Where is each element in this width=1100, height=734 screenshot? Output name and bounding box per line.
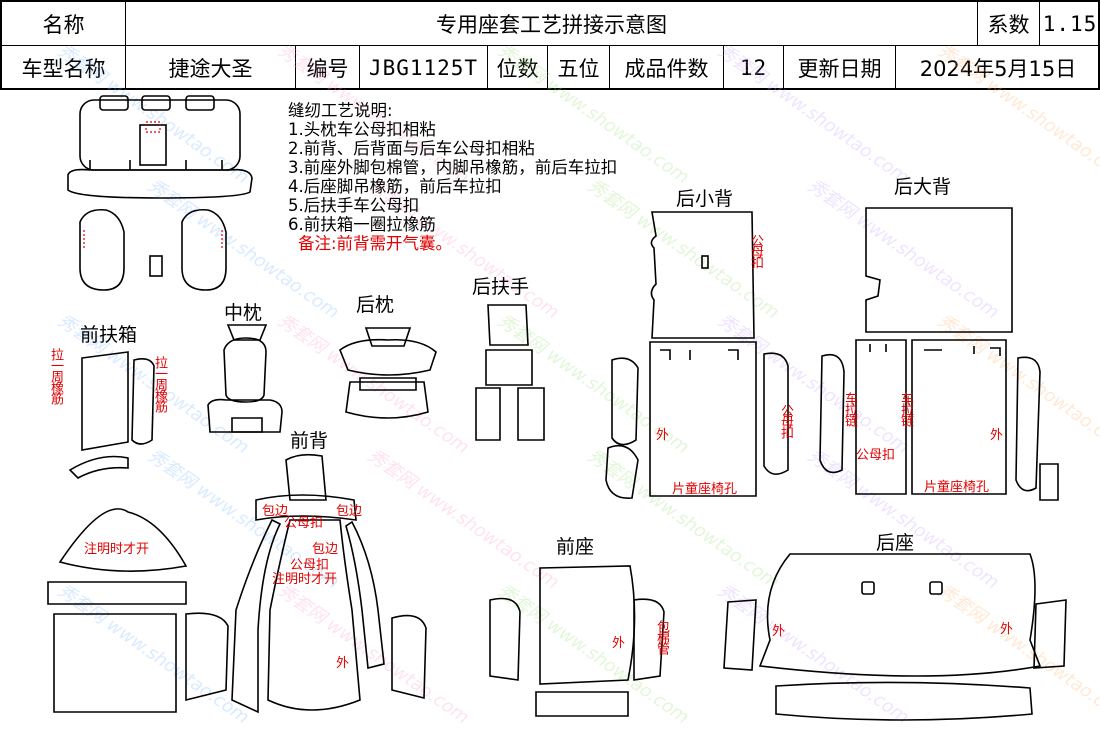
front-back-pieces — [185, 453, 427, 714]
note-edge-wrap-1: 包边 — [262, 504, 289, 519]
note-child-seat-big: 片童座椅孔 — [924, 480, 990, 495]
note-zipper-left: 车拉链 — [842, 392, 857, 425]
front-armbox-pieces — [68, 351, 155, 479]
label-rear-headrest: 后枕 — [356, 294, 395, 316]
note-outer-front-seat: 外 — [612, 636, 626, 651]
note-cotton-tube: 包棉管 — [654, 620, 669, 653]
note-later-armbox: 注明时才开 — [84, 542, 150, 557]
seats-label: 位数 — [488, 46, 548, 90]
middle-headrest-pieces — [207, 324, 283, 433]
label-middle-headrest: 中枕 — [224, 302, 263, 324]
note-item: 3.前座外脚包棉管，内脚吊橡筋，前后车拉扣 — [288, 158, 618, 177]
front-armbox-lower-pieces — [47, 508, 188, 713]
model-label: 车型名称 — [2, 46, 126, 90]
coef-value: 1.15 — [1040, 2, 1100, 46]
note-snap-small-back-side: 公母扣 — [778, 404, 793, 437]
date-value: 2024年5月15日 — [919, 57, 1077, 81]
label-rear-seat: 后座 — [876, 532, 915, 554]
seats-value: 五位 — [548, 46, 610, 90]
code-value: JBG1125T — [360, 46, 488, 90]
notes-remark: 备注:前背需开气囊。 — [298, 234, 453, 253]
note-snap-front-back-2: 公母扣 — [290, 558, 330, 573]
front-seat-pieces — [489, 565, 665, 717]
label-rear-big-back: 后大背 — [894, 176, 952, 198]
note-pull-around-left: 拉一周橡筋 — [48, 348, 63, 403]
note-edge-wrap-3: 包边 — [312, 542, 339, 557]
label-front-armbox: 前扶箱 — [80, 324, 138, 346]
note-item: 6.前扶箱一圈拉橡筋 — [288, 215, 436, 234]
note-snap-front-back: 公母扣 — [284, 516, 324, 531]
rear-headrest-pieces — [339, 327, 437, 419]
note-item: 2.前背、后背面与后车公母扣相粘 — [288, 139, 535, 158]
note-outer-rear-seat-left: 外 — [772, 624, 786, 639]
label-rear-armrest: 后扶手 — [472, 276, 530, 298]
note-item: 4.后座脚吊橡筋，前后车拉扣 — [288, 177, 502, 196]
sewing-notes: 缝纫工艺说明: 1.头枕车公母扣相粘 2.前背、后背面与后车公母扣相粘 3.前座… — [288, 101, 617, 253]
seat-overview — [67, 95, 253, 291]
note-outer-front-back: 外 — [336, 656, 350, 671]
note-edge-wrap-2: 包边 — [336, 504, 363, 519]
notes-heading: 缝纫工艺说明: — [288, 101, 393, 120]
note-item: 1.头枕车公母扣相粘 — [288, 120, 436, 139]
note-zipper-right: 车拉链 — [898, 392, 913, 425]
rear-big-back-pieces — [819, 207, 1059, 501]
rear-armrest-pieces — [475, 304, 545, 441]
label-front-seat: 前座 — [556, 536, 595, 558]
note-snap-big-back: 公母扣 — [856, 448, 896, 463]
model-value: 捷途大圣 — [126, 46, 296, 90]
rear-small-back-pieces — [605, 211, 789, 499]
name-label: 名称 — [2, 2, 126, 46]
note-outer-rear-seat-right: 外 — [1000, 622, 1014, 637]
note-pull-around-right: 拉一周橡筋 — [152, 356, 167, 411]
header-table: 名称 专用座套工艺拼接示意图 系数 1.15 车型名称 捷途大圣 编号 JBG1… — [0, 0, 1100, 90]
date-label: 更新日期 — [784, 46, 896, 90]
pieces-label: 成品件数 — [610, 46, 724, 90]
rear-seat-pieces — [723, 553, 1067, 721]
note-child-seat-small: 片童座椅孔 — [672, 482, 738, 497]
note-snap-small-back: 公母扣 — [748, 234, 763, 267]
note-later-front-back: 注明时才开 — [272, 572, 338, 587]
label-front-back: 前背 — [290, 430, 329, 452]
label-rear-small-back: 后小背 — [676, 188, 734, 210]
code-label: 编号 — [296, 46, 360, 90]
page-title: 专用座套工艺拼接示意图 — [126, 2, 978, 46]
note-outer-small-back: 外 — [656, 428, 670, 443]
note-item: 5.后扶手车公母扣 — [288, 196, 420, 215]
pieces-value: 12 — [724, 46, 784, 90]
coef-label: 系数 — [978, 2, 1040, 46]
note-outer-big-back: 外 — [990, 428, 1004, 443]
